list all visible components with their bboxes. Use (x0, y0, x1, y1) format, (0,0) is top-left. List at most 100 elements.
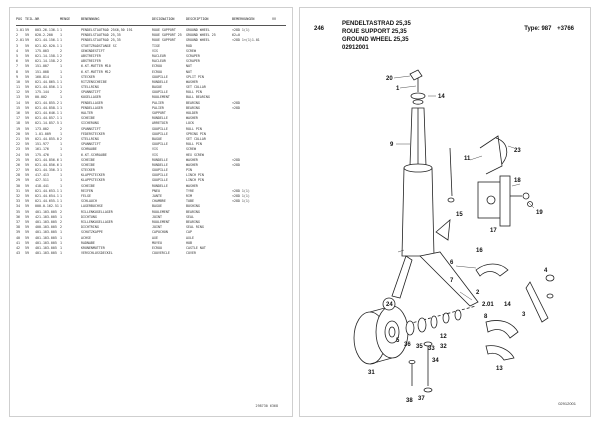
table-cell: RACLEUR (152, 59, 166, 64)
page-number: 246 (314, 26, 325, 32)
table-cell: SICHERUNG (81, 121, 99, 126)
callout-8: 8 (484, 314, 488, 320)
col-header-remarks: BEMERKUNGEN (232, 17, 255, 21)
callout-33: 33 (428, 346, 435, 352)
table-cell: 20 (16, 131, 20, 136)
table-cell: SEAL (186, 214, 194, 219)
table-cell: BAGUE (152, 204, 162, 209)
table-cell: 6 (16, 59, 18, 64)
table-cell: SPANNSTIFT (81, 142, 101, 147)
table-cell: 1 (60, 85, 62, 90)
table-cell: GOUPILLE (152, 90, 168, 95)
table-cell: VIS (152, 147, 158, 152)
table-cell: 6-KT-MUTTER M12 (81, 69, 111, 74)
table-cell: 18 (16, 121, 20, 126)
table-cell: KRONENMUTTER (81, 245, 105, 250)
table-cell: 11 (16, 85, 20, 90)
table-cell: ROLL PIN (186, 126, 202, 131)
table-cell: 1 (60, 38, 62, 43)
table-cell: SPANNSTIFT (81, 126, 101, 131)
type-info: Type: 987 +3766 (520, 26, 574, 32)
table-cell: DICHTUNG (81, 214, 97, 219)
table-cell: 59 (25, 48, 29, 53)
col-header-vv: VV (272, 17, 277, 21)
table-cell: 59 (25, 79, 29, 84)
table-cell: 59 (25, 214, 29, 219)
table-cell: STUETZRADSTANGE SC (81, 43, 117, 48)
callout-23: 23 (514, 148, 521, 154)
table-cell: ARRETOIR (152, 121, 168, 126)
table-cell: 400.103.005 (35, 225, 57, 230)
callout-34: 34 (432, 358, 439, 364)
table-cell: ROULEMENT (152, 209, 170, 214)
table-cell: 10 (16, 79, 20, 84)
table-cell: SCHLAUCH (81, 199, 97, 204)
table-cell: <28D (232, 105, 240, 110)
table-cell: DICHTRING (81, 225, 99, 230)
table-cell: 1 (60, 33, 62, 38)
table-cell: HUB (186, 240, 192, 245)
table-cell: SCHUTZKAPPE (81, 230, 103, 235)
table-cell: WASHER (186, 79, 198, 84)
table-cell: 59 (25, 230, 29, 235)
table-cell: 160.814 (35, 74, 49, 79)
table-cell: RONDELLE (152, 116, 168, 121)
table-cell: SCHRAUBE (81, 147, 97, 152)
washer-part (412, 99, 424, 105)
table-cell: 418.441 (35, 183, 49, 188)
table-cell: 1 (60, 95, 62, 100)
table-cell: BAGUE (152, 136, 162, 141)
table-cell: 59 (25, 126, 29, 131)
table-cell: 38 (16, 225, 20, 230)
table-cell: 161.176 (35, 147, 49, 152)
col-header-pos: POS (16, 17, 23, 21)
callout-5: 5 (396, 338, 400, 344)
table-cell: ROUE SUPPORT 25 (152, 33, 182, 38)
bearing-1 (405, 320, 415, 336)
collar-ring (410, 92, 426, 100)
table-cell: KLAPPSTECKER (81, 173, 105, 178)
table-cell: 021.14.857.5 (35, 121, 59, 126)
table-cell: 28 (16, 173, 20, 178)
table-cell: 2 (60, 48, 62, 53)
table-cell: WASHER (186, 116, 198, 121)
table-cell: 1 (60, 100, 62, 105)
table-cell: 175.476 (35, 152, 49, 157)
table-cell: 1 (60, 69, 62, 74)
table-cell: 59 (25, 168, 29, 173)
table-cell: KUGELLAGER (81, 95, 101, 100)
table-cell: SEAL RING (186, 225, 204, 230)
table-cell: 1 (60, 28, 62, 32)
table-cell: 1 (60, 142, 62, 147)
table-cell: 021.44.654.1 (35, 194, 59, 198)
table-cell: CAP (186, 230, 192, 235)
table-cell: 1 (60, 131, 62, 136)
table-cell: BUSHING (186, 204, 200, 209)
table-cell: ABSTREIFER (81, 53, 101, 58)
callout-2: 2 (476, 290, 480, 296)
table-cell: 59 (25, 100, 29, 105)
table-cell: <28D (232, 157, 240, 162)
table-cell: 43 (16, 251, 20, 256)
col-header-qty: MENGE (60, 17, 71, 21)
table-cell: 021.14.158.2 (35, 59, 59, 64)
callout-24: 24 (386, 302, 393, 308)
table-cell: 2 (60, 90, 62, 95)
table-cell: 021.44.855.0 (35, 136, 59, 141)
type-suffix: +3766 (557, 26, 574, 32)
table-cell: LAGERBUCHSE (81, 204, 103, 209)
table-cell: SET COLLAR (186, 136, 206, 141)
table-cell: 59 (25, 183, 29, 188)
title-german: PENDELTASTRAD 25,35 (342, 21, 411, 27)
